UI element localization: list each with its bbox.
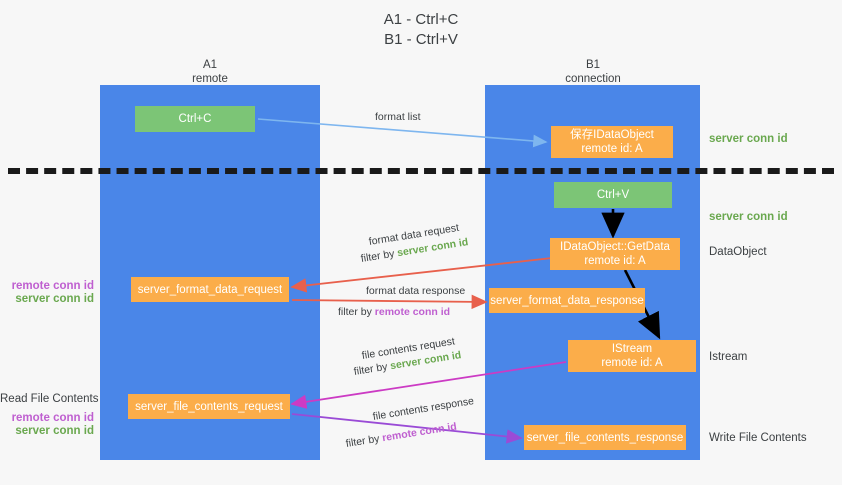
edge-label-format-data-response-filter: filter by remote conn id xyxy=(338,306,450,319)
column-header-b1: B1 connection xyxy=(493,58,693,86)
arrow-format-data-response xyxy=(291,294,488,310)
diagram-title: A1 - Ctrl+C B1 - Ctrl+V xyxy=(0,10,842,50)
node-server-format-data-response[interactable]: server_format_data_response xyxy=(489,288,645,313)
node-server-file-contents-response-label: server_file_contents_response xyxy=(526,431,684,444)
annotation-istream: Istream xyxy=(709,351,748,363)
annotation-remote-conn-id-lower: remote conn id xyxy=(11,412,94,424)
edge-label-file-contents-response: file contents response xyxy=(371,395,475,423)
title-line-2: B1 - Ctrl+V xyxy=(384,31,458,48)
column-b1-name: B1 xyxy=(585,59,601,71)
node-server-file-contents-request-label: server_file_contents_request xyxy=(135,400,283,413)
node-save-idataobject-line2: remote id: A xyxy=(581,143,643,155)
node-server-format-data-request-label: server_format_data_request xyxy=(137,283,283,296)
column-a1-name: A1 xyxy=(202,59,218,71)
annotation-read-file-contents: Read File Contents xyxy=(0,393,99,405)
node-istream-line2: remote id: A xyxy=(601,357,663,369)
node-idataobject-getdata-line1: IDataObject::GetData xyxy=(560,241,670,253)
node-server-format-data-request[interactable]: server_format_data_request xyxy=(131,277,289,302)
annotation-write-file-contents: Write File Contents xyxy=(709,432,807,444)
node-istream[interactable]: IStream remote id: A xyxy=(568,340,696,372)
annotation-server-conn-id-second: server conn id xyxy=(709,211,788,223)
node-ctrl-c[interactable]: Ctrl+C xyxy=(135,106,255,132)
filter-prefix: filter by xyxy=(359,247,399,265)
node-save-idataobject[interactable]: 保存IDataObject remote id: A xyxy=(551,126,673,158)
filter-prefix: filter by xyxy=(352,360,392,378)
filter-key-remote-conn-id: remote conn id xyxy=(381,420,458,445)
node-server-file-contents-request[interactable]: server_file_contents_request xyxy=(128,394,290,419)
annotation-server-conn-id-lower: server conn id xyxy=(15,425,94,437)
node-idataobject-getdata-line2: remote id: A xyxy=(584,255,646,267)
node-server-file-contents-response[interactable]: server_file_contents_response xyxy=(524,425,686,450)
node-ctrl-c-label: Ctrl+C xyxy=(178,113,212,125)
node-save-idataobject-line1: 保存IDataObject xyxy=(570,129,654,141)
column-b1-sub: connection xyxy=(565,73,621,85)
dashed-divider xyxy=(8,168,834,174)
filter-prefix: filter by xyxy=(338,306,375,318)
annotation-dataobject: DataObject xyxy=(709,246,767,258)
column-a1-sub: remote xyxy=(192,73,228,85)
annotation-server-conn-id-top: server conn id xyxy=(709,133,788,145)
title-line-1: A1 - Ctrl+C xyxy=(383,11,459,28)
annotation-remote-conn-id-upper: remote conn id xyxy=(11,280,94,292)
edge-label-file-contents-response-filter: filter by remote conn id xyxy=(345,421,458,451)
node-server-format-data-response-label: server_format_data_response xyxy=(490,294,644,307)
annotation-server-conn-id-upper: server conn id xyxy=(15,293,94,305)
column-header-a1: A1 remote xyxy=(110,58,310,86)
node-istream-line1: IStream xyxy=(611,343,653,355)
node-idataobject-getdata[interactable]: IDataObject::GetData remote id: A xyxy=(550,238,680,270)
node-ctrl-v-label: Ctrl+V xyxy=(596,189,630,201)
filter-key-remote-conn-id: remote conn id xyxy=(374,306,451,318)
filter-prefix: filter by xyxy=(344,432,384,450)
node-ctrl-v[interactable]: Ctrl+V xyxy=(554,182,672,208)
edge-label-format-data-response: format data response xyxy=(366,285,466,297)
edge-label-format-list: format list xyxy=(375,111,421,123)
